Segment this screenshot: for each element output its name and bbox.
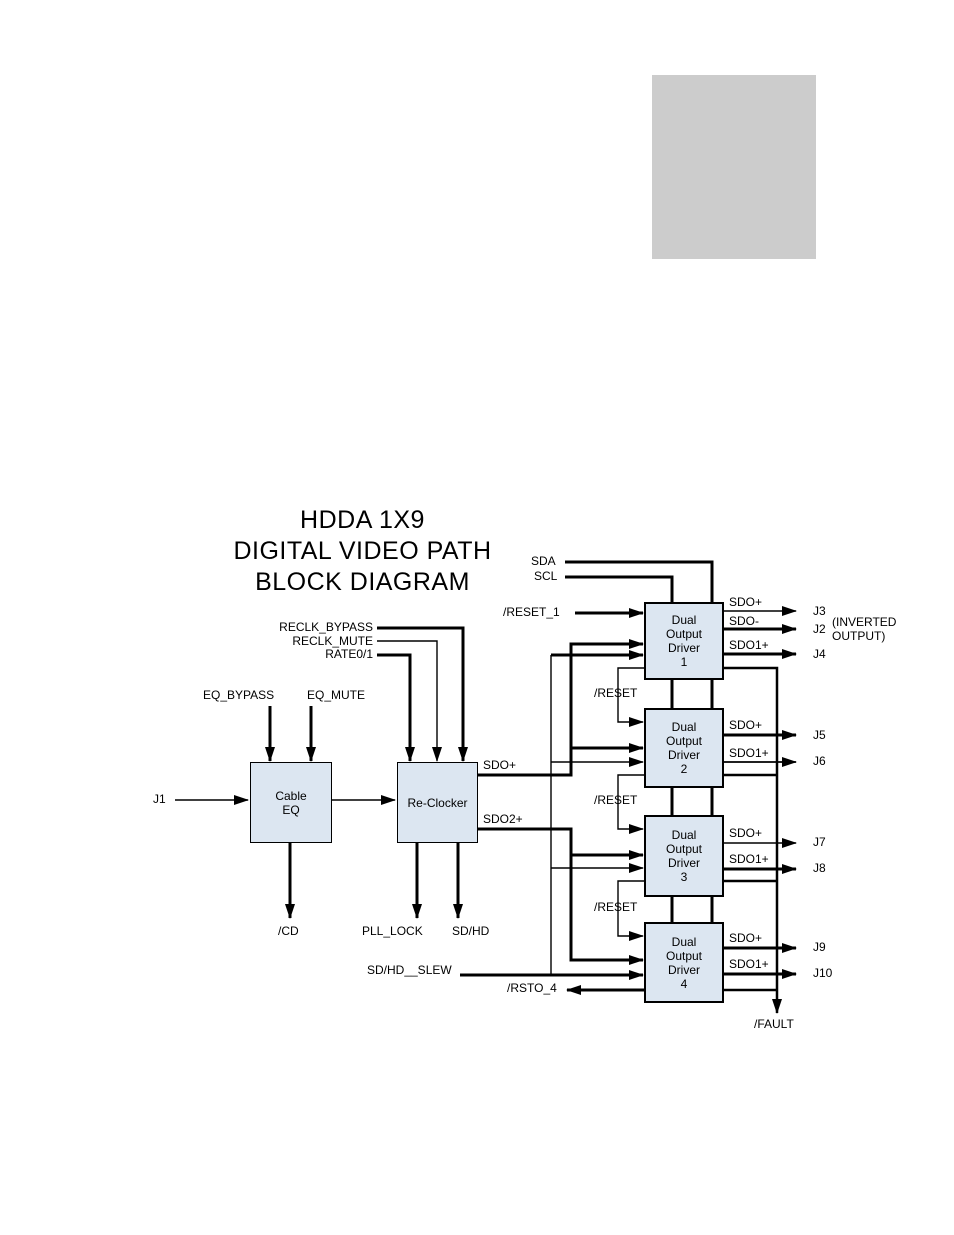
label-pll-lock: PLL_LOCK bbox=[362, 924, 423, 938]
label-sd-hd-slew: SD/HD__SLEW bbox=[367, 963, 452, 977]
label-d1-sdo1-plus: SDO1+ bbox=[729, 638, 769, 652]
label-rate01: RATE0/1 bbox=[325, 647, 373, 661]
image-placeholder-box bbox=[652, 75, 816, 259]
label-d1-sdo-plus: SDO+ bbox=[729, 595, 763, 609]
label-sda: SDA bbox=[531, 554, 556, 568]
label-j2: J2 bbox=[813, 622, 826, 636]
block-dual-output-driver-4: Dual Output Driver 4 bbox=[644, 922, 724, 1003]
label-reset-1: /RESET_1 bbox=[503, 605, 560, 619]
label-rsto-4: /RSTO_4 bbox=[507, 981, 557, 995]
label-d1-sdo-minus: SDO- bbox=[729, 614, 759, 628]
label-j4: J4 bbox=[813, 647, 826, 661]
label-j10: J10 bbox=[813, 966, 833, 980]
label-reset-chain-1: /RESET bbox=[594, 686, 638, 700]
label-reclocker-sdo2-plus: SDO2+ bbox=[483, 812, 523, 826]
block-re-clocker: Re-Clocker bbox=[397, 762, 478, 843]
label-j6: J6 bbox=[813, 754, 826, 768]
label-eq-mute: EQ_MUTE bbox=[307, 688, 366, 702]
block-cable-eq: Cable EQ bbox=[250, 762, 332, 843]
label-eq-bypass: EQ_BYPASS bbox=[203, 688, 275, 702]
label-j7: J7 bbox=[813, 835, 826, 849]
label-d4-sdo1-plus: SDO1+ bbox=[729, 957, 769, 971]
block-dual-output-driver-3: Dual Output Driver 3 bbox=[644, 815, 724, 897]
label-d3-sdo-plus: SDO+ bbox=[729, 826, 763, 840]
label-d4-sdo-plus: SDO+ bbox=[729, 931, 763, 945]
label-j5: J5 bbox=[813, 728, 826, 742]
label-j2-inverted-note: (INVERTED OUTPUT) bbox=[832, 615, 897, 643]
label-reclk-mute: RECLK_MUTE bbox=[292, 634, 373, 648]
label-d3-sdo1-plus: SDO1+ bbox=[729, 852, 769, 866]
label-j8: J8 bbox=[813, 861, 826, 875]
block-dual-output-driver-2: Dual Output Driver 2 bbox=[644, 708, 724, 788]
label-j9: J9 bbox=[813, 940, 826, 954]
label-d2-sdo-plus: SDO+ bbox=[729, 718, 763, 732]
label-scl: SCL bbox=[534, 569, 558, 583]
label-reclocker-sdo-plus: SDO+ bbox=[483, 758, 517, 772]
label-reset-chain-3: /RESET bbox=[594, 900, 638, 914]
diagram-title: HDDA 1X9 DIGITAL VIDEO PATH BLOCK DIAGRA… bbox=[233, 506, 492, 596]
label-j3: J3 bbox=[813, 604, 826, 618]
block-dual-output-driver-1: Dual Output Driver 1 bbox=[644, 602, 724, 680]
label-cd: /CD bbox=[278, 924, 299, 938]
label-d2-sdo1-plus: SDO1+ bbox=[729, 746, 769, 760]
label-reclk-bypass: RECLK_BYPASS bbox=[279, 620, 373, 634]
label-reset-chain-2: /RESET bbox=[594, 793, 638, 807]
label-sd-hd: SD/HD bbox=[452, 924, 490, 938]
label-fault: /FAULT bbox=[754, 1017, 794, 1031]
label-j1: J1 bbox=[153, 792, 166, 806]
